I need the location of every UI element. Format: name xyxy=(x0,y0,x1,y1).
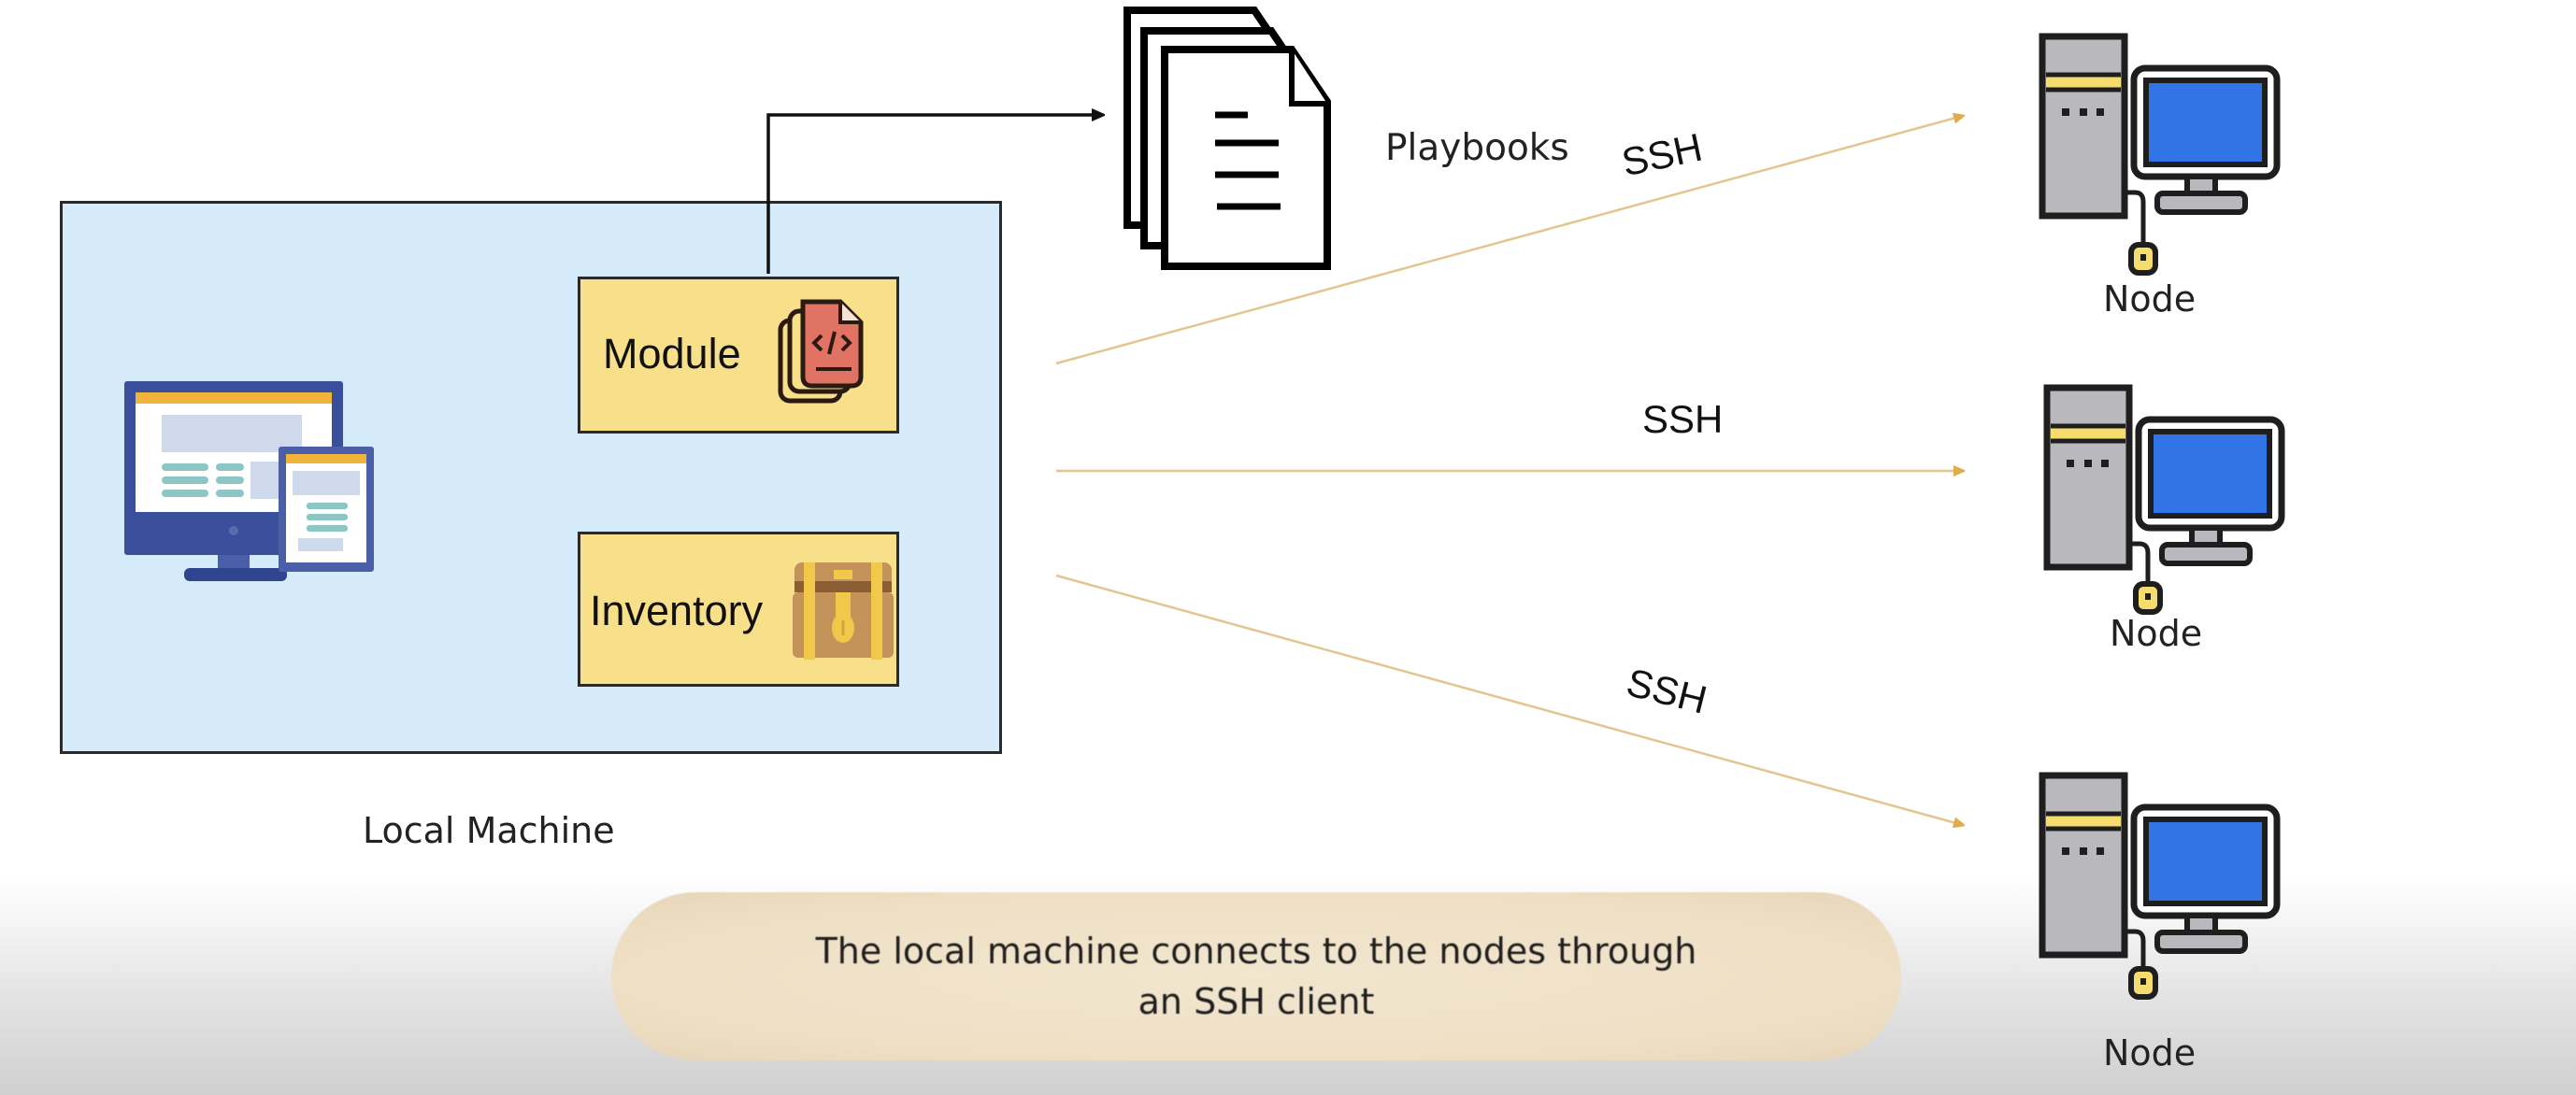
node-1: Node xyxy=(2038,32,2290,331)
playbooks-label: Playbooks xyxy=(1385,127,1569,169)
desktop-and-tablet-icon xyxy=(124,381,374,581)
desktop-computer-icon xyxy=(2039,772,2281,1000)
inventory-box: Inventory xyxy=(578,532,899,687)
module-box: Module xyxy=(578,277,899,434)
treasure-chest-icon xyxy=(793,562,894,660)
ssh-arrow-node-1 xyxy=(1055,116,1963,365)
inventory-label: Inventory xyxy=(590,587,764,634)
document-stack-icon xyxy=(1123,7,1331,270)
module-label: Module xyxy=(603,330,741,377)
ssh-label: SSH xyxy=(1642,397,1724,441)
ssh-arrow-node-3 xyxy=(1055,574,1963,825)
node-3: Node xyxy=(2038,771,2290,1088)
caption-pill: The local machine connects to the nodes … xyxy=(611,892,1901,1060)
node-label: Node xyxy=(2103,1032,2197,1074)
local-machine-box: Module Inventory xyxy=(60,201,1002,754)
caption-line-1: The local machine connects to the nodes … xyxy=(815,931,1697,972)
node-label: Node xyxy=(2110,613,2203,654)
node-2: Node xyxy=(2042,383,2295,682)
desktop-computer-icon xyxy=(2043,384,2285,615)
local-machine-label: Local Machine xyxy=(363,810,615,851)
node-label: Node xyxy=(2103,278,2197,320)
desktop-computer-icon xyxy=(2039,33,2281,276)
caption-line-2: an SSH client xyxy=(1138,981,1375,1022)
module-to-playbooks-arrow xyxy=(766,115,1103,274)
code-file-stack-icon xyxy=(778,299,864,404)
